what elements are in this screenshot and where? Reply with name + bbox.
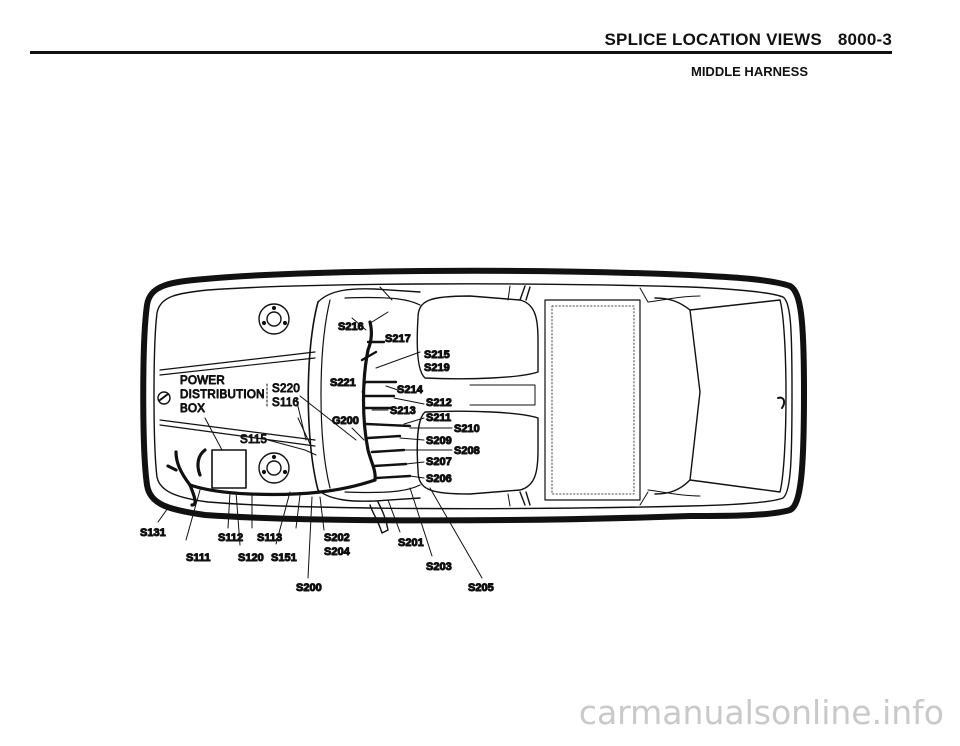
strut-tower-bottom	[258, 452, 290, 484]
label-s221: S221	[330, 377, 356, 389]
label-s208: S208	[454, 445, 480, 457]
label-s209: S209	[426, 435, 452, 447]
leader-lines	[157, 311, 483, 579]
relay-box	[211, 449, 247, 489]
label-s205: S205	[468, 582, 494, 594]
power-box-line-3: BOX	[180, 403, 205, 415]
watermark: carmanualsonline.info	[578, 693, 944, 732]
label-s207: S207	[426, 456, 452, 468]
label-s217: S217	[385, 333, 411, 345]
label-s213: S213	[390, 405, 416, 417]
label-s206: S206	[426, 473, 452, 485]
label-s112: S112	[218, 532, 243, 544]
label-s120: S120	[238, 552, 264, 564]
label-s212: S212	[426, 397, 452, 409]
label-s202: S202	[324, 532, 350, 544]
label-s203: S203	[426, 561, 452, 573]
label-s216: S216	[338, 321, 364, 333]
power-box-line-1: POWER	[180, 375, 225, 387]
label-s131: S131	[140, 527, 166, 539]
label-s214: S214	[397, 384, 424, 396]
label-s215: S215	[424, 349, 450, 361]
power-distribution-symbol	[157, 391, 171, 405]
label-s201: S201	[398, 537, 424, 549]
label-s220: S220	[272, 383, 300, 395]
label-s210: S210	[454, 423, 480, 435]
label-s211: S211	[426, 412, 451, 424]
power-distribution-box-label: POWER DISTRIBUTION BOX	[180, 375, 268, 416]
label-s115: S115	[240, 434, 267, 446]
page-subtitle: MIDDLE HARNESS	[690, 64, 808, 79]
middle-harness	[166, 320, 412, 507]
label-s200: S200	[296, 582, 322, 594]
splice-labels: S216 S217 S215 S219 S221 S214 S212 S220 …	[140, 321, 495, 595]
page-title-text: SPLICE LOCATION VIEWS	[604, 30, 822, 49]
strut-tower-top	[258, 303, 290, 335]
label-s151: S151	[271, 552, 297, 564]
header-rule	[30, 51, 892, 54]
label-s111: S111	[186, 552, 210, 564]
car-body-outline	[140, 267, 807, 534]
power-box-line-2: DISTRIBUTION	[180, 389, 265, 401]
label-g200: G200	[332, 415, 359, 427]
section-code: 8000-3	[837, 30, 892, 49]
label-s116: S116	[272, 397, 299, 409]
label-s113: S113	[257, 532, 282, 544]
label-s204: S204	[324, 546, 351, 558]
page-title: SPLICE LOCATION VIEWS 8000-3	[605, 30, 892, 50]
label-s219: S219	[424, 362, 450, 374]
